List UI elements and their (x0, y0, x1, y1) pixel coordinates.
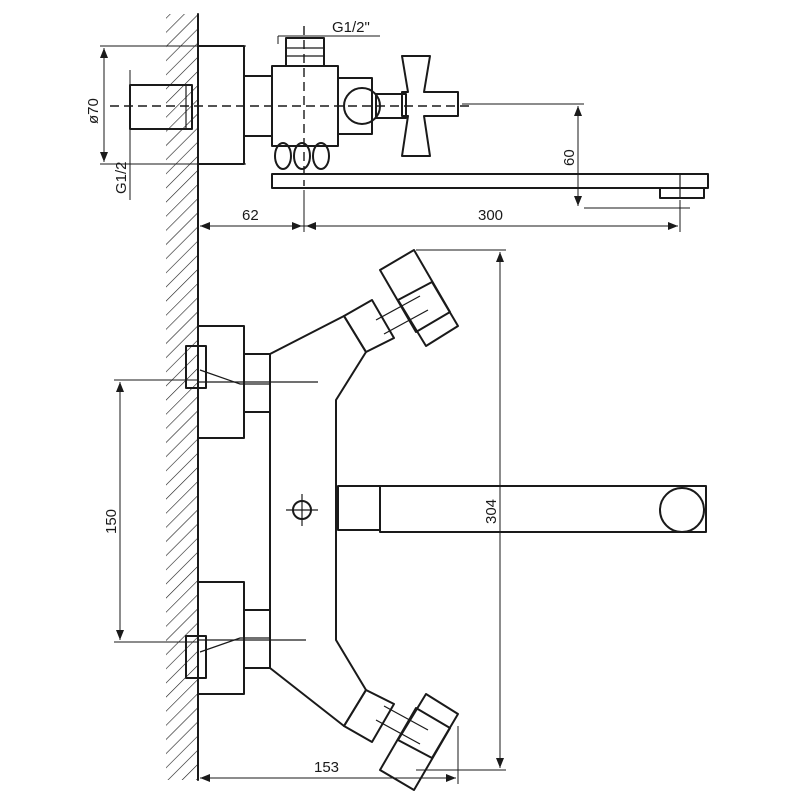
front-view (185, 249, 707, 791)
dim-spout-drop: 60 (561, 149, 578, 166)
dim-wall-offset: 62 (242, 207, 259, 224)
dim-total-height: 304 (483, 499, 500, 524)
dim-thread-top: G1/2" (332, 19, 370, 36)
top-view-dimensions: G1/2" ø70 G1/2 60 62 300 (85, 19, 690, 232)
top-view (110, 26, 709, 199)
dim-center-distance: 150 (103, 509, 120, 534)
dim-thread-side: G1/2 (113, 161, 130, 194)
front-view-dimensions: 150 304 153 (103, 249, 506, 784)
dim-diameter: ø70 (85, 98, 102, 124)
dim-depth: 153 (314, 759, 339, 776)
dim-spout-length: 300 (478, 207, 503, 224)
